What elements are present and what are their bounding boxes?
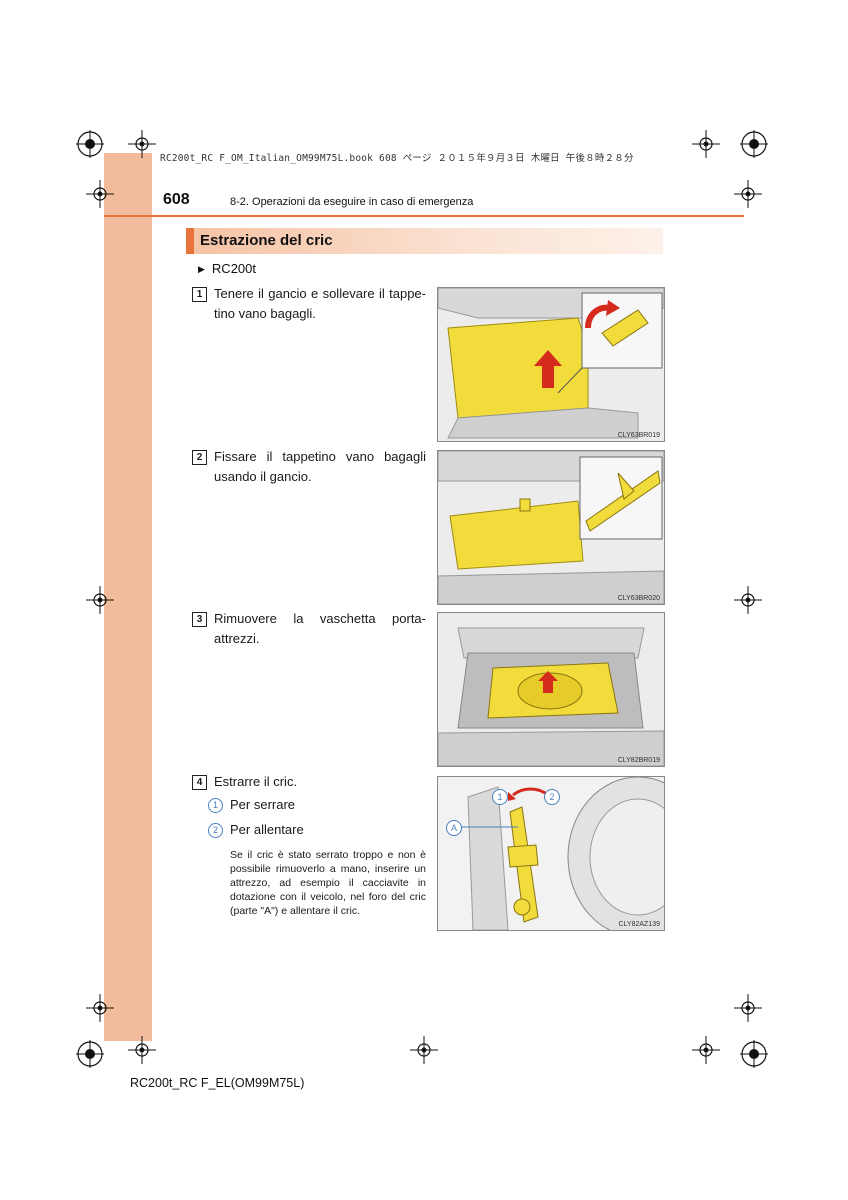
crosshair-mark-icon [692, 1036, 720, 1064]
figure-step-3: CLY82BR019 [437, 612, 665, 767]
figure-step-2: CLY63BR020 [437, 450, 665, 605]
step-number-4: 4 [192, 775, 207, 790]
callout-1: 1 [492, 789, 508, 805]
sub-item-label: Per serrare [230, 797, 296, 812]
section-title: Estrazione del cric [200, 232, 333, 249]
print-metadata: RC200t_RC F_OM_Italian_OM99M75L.book 608… [160, 153, 634, 164]
step-number-2: 2 [192, 450, 207, 465]
crosshair-mark-icon [86, 586, 114, 614]
crosshair-mark-icon [734, 586, 762, 614]
crosshair-mark-icon [128, 130, 156, 158]
header-rule [104, 215, 744, 217]
crosshair-mark-icon [128, 1036, 156, 1064]
chapter-title: 8-2. Operazioni da eseguire in caso di e… [230, 196, 474, 208]
figure-code: CLY82AZ139 [618, 921, 660, 928]
figure-step-1: CLY63BR019 [437, 287, 665, 442]
step-text-3: Rimuovere la vaschetta porta-attrezzi. [214, 611, 426, 646]
step-number-3: 3 [192, 612, 207, 627]
figure-code: CLY63BR020 [617, 595, 660, 602]
crosshair-mark-icon [86, 180, 114, 208]
figure-code: CLY82BR019 [617, 757, 660, 764]
crosshair-mark-icon [410, 1036, 438, 1064]
step-text-2: Fissare il tappetino vano bagagli usando… [214, 449, 426, 484]
step-text-1: Tenere il gancio e sollevare il tappe-ti… [214, 286, 426, 321]
note-text: Se il cric è stato serrato troppo e non … [230, 849, 426, 917]
model-label: ▶ RC200t [198, 261, 256, 276]
crosshair-mark-icon [734, 180, 762, 208]
footer-document-code: RC200t_RC F_EL(OM99M75L) [130, 1076, 305, 1090]
jack-extraction-illustration [438, 777, 664, 930]
model-name: RC200t [211, 261, 256, 276]
sub-item-loosen: 2 Per allentare [208, 822, 304, 838]
trunk-mat-hooked-illustration [438, 451, 664, 604]
triangle-bullet-icon: ▶ [198, 264, 205, 274]
sub-item-tighten: 1 Per serrare [208, 797, 295, 813]
circled-number-icon: 2 [208, 823, 223, 838]
sub-item-label: Per allentare [230, 822, 304, 837]
callout-2: 2 [544, 789, 560, 805]
crosshair-mark-icon [692, 130, 720, 158]
figure-step-4: 1 2 A CLY82AZ139 [437, 776, 665, 931]
crosshair-mark-icon [86, 994, 114, 1022]
trunk-mat-lift-illustration [438, 288, 664, 441]
registration-mark-icon [76, 1040, 104, 1068]
section-heading: Estrazione del cric [186, 228, 663, 254]
registration-mark-icon [740, 130, 768, 158]
crosshair-mark-icon [734, 994, 762, 1022]
tool-tray-removal-illustration [438, 613, 664, 766]
step-text-4: Estrarre il cric. [214, 774, 298, 789]
chapter-side-tab [104, 153, 152, 1041]
registration-mark-icon [76, 130, 104, 158]
page-number: 608 [163, 191, 190, 208]
step-number-1: 1 [192, 287, 207, 302]
figure-code: CLY63BR019 [617, 432, 660, 439]
circled-number-icon: 1 [208, 798, 223, 813]
callout-part-a: A [446, 820, 462, 836]
registration-mark-icon [740, 1040, 768, 1068]
